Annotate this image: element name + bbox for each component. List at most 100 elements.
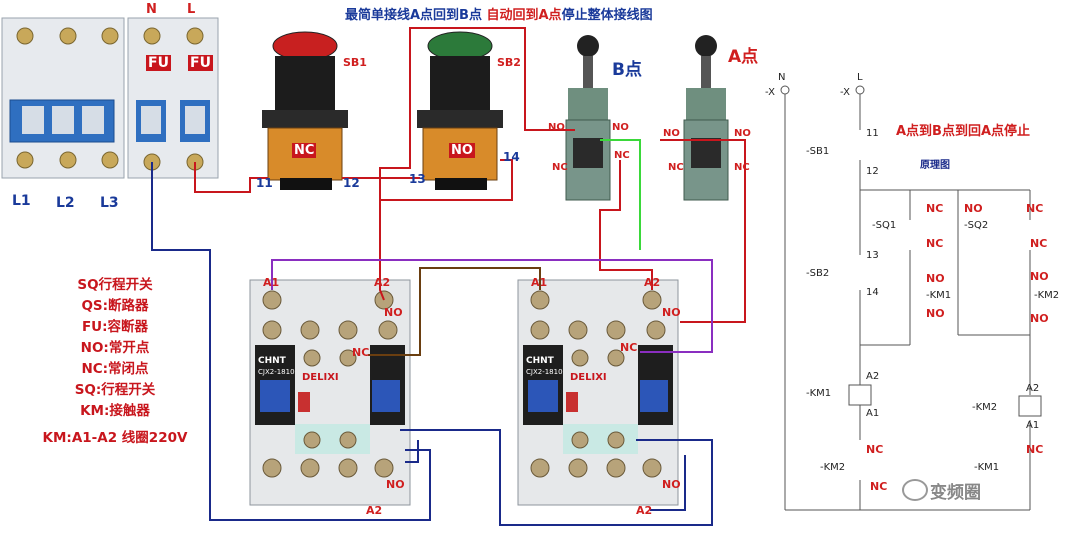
km1-nc: NC [352, 346, 370, 359]
sch-interlock2-nc: NC [1026, 443, 1044, 456]
sch-sq2-nc-2: NC [1030, 237, 1048, 250]
km2-no-bottom: NO [662, 478, 681, 491]
sch-km2-contact: -KM2 [1034, 290, 1060, 301]
label-l: L [187, 2, 196, 17]
sch-no-1: NO [926, 272, 945, 285]
sch-sq1-no: NO [964, 202, 983, 215]
label-a-no-right: NO [734, 128, 751, 139]
km2-model: CJX2-1810 [526, 368, 563, 376]
wires [151, 27, 746, 526]
terminal-12: 12 [343, 176, 360, 190]
sch-sq2: -SQ2 [964, 220, 989, 231]
label-b-nc-right: NC [614, 150, 630, 161]
km1-a2-top: A2 [374, 276, 391, 289]
label-a-nc-right: NC [734, 162, 750, 173]
schematic [780, 85, 1042, 511]
diagram-title: 最简单接线A点回到B点 自动回到A点停止整体接线图 [345, 8, 653, 23]
label-b-no-left: NO [548, 122, 565, 133]
km2-no-top: NO [662, 306, 681, 319]
button-sb1 [262, 31, 348, 190]
watermark: 变频圈 [930, 483, 981, 503]
sch-sq1-nc: NC [926, 202, 944, 215]
km1-no-top: NO [384, 306, 403, 319]
sch-coil2-a2: A2 [1026, 383, 1040, 394]
legend-item: SQ:行程开关 [74, 382, 156, 398]
fuse-breakers [127, 17, 219, 179]
label-a-nc-left: NC [668, 162, 684, 173]
sch-interlock2: -KM1 [974, 462, 1000, 473]
sch-coil2-a1: A1 [1026, 420, 1040, 431]
legend-item: SQ行程开关 [77, 277, 153, 293]
schematic-title: A点到B点到回A点停止 [896, 124, 1031, 139]
sch-sq1: -SQ1 [872, 220, 897, 231]
limit-switch-b [565, 35, 611, 201]
label-point-a: A点 [728, 47, 759, 67]
km2-a1: A1 [531, 276, 548, 289]
sch-t13: 13 [866, 250, 879, 261]
sch-n-x: -X [765, 87, 775, 98]
label-b-no-right: NO [612, 122, 629, 133]
label-l1: L1 [12, 193, 31, 209]
km1-model: CJX2-1810 [258, 368, 295, 376]
sch-l-label: L [857, 72, 863, 83]
sch-sb1: -SB1 [806, 146, 830, 157]
sch-km1-no: NO [926, 307, 945, 320]
schematic-subtitle: 原理图 [920, 160, 950, 171]
sch-interlock1-nc: NC [866, 443, 884, 456]
sch-sq1-nc-2: NC [926, 237, 944, 250]
sch-coil1-a1: A1 [866, 408, 880, 419]
legend: SQ行程开关 QS:断路器 FU:容断器 NO:常开点 NC:常闭点 SQ:行程… [30, 275, 200, 449]
contactor-km2 [517, 279, 679, 506]
sch-interlock1-nc-2: NC [870, 480, 888, 493]
km1-brand-delixi: DELIXI [302, 372, 339, 383]
km1-no-bottom: NO [386, 478, 405, 491]
legend-item: QS:断路器 [81, 298, 149, 314]
legend-item: FU:容断器 [81, 319, 149, 335]
sch-l-x: -X [840, 87, 850, 98]
km1-brand-chnt: CHNT [258, 356, 286, 366]
label-point-b: B点 [612, 60, 642, 80]
sch-km2-no: NO [1030, 312, 1049, 325]
sch-coil-km1: -KM1 [806, 388, 832, 399]
contactor-km1 [249, 279, 411, 506]
km2-brand-chnt: CHNT [526, 356, 554, 366]
km2-a2-top: A2 [644, 276, 661, 289]
label-n: N [146, 2, 157, 17]
label-fu-1: FU [146, 55, 171, 71]
legend-item: NO:常开点 [80, 340, 150, 356]
label-l3: L3 [100, 195, 119, 211]
sch-no-2: NO [1030, 270, 1049, 283]
label-sb2: SB2 [497, 56, 521, 69]
sch-interlock1: -KM2 [820, 462, 846, 473]
km1-a2-bottom: A2 [366, 504, 383, 517]
breaker-3pole [1, 17, 125, 179]
limit-switch-a [683, 35, 729, 201]
terminal-11: 11 [256, 176, 273, 190]
legend-item: KM:接触器 [80, 403, 150, 419]
terminal-13: 13 [409, 172, 426, 186]
sch-n-label: N [778, 72, 786, 83]
label-sb2-no: NO [449, 143, 475, 158]
button-sb2 [417, 31, 503, 190]
sch-coil1-a2: A2 [866, 371, 880, 382]
label-a-no-left: NO [663, 128, 680, 139]
legend-item: NC:常闭点 [81, 361, 149, 377]
km2-brand-delixi: DELIXI [570, 372, 607, 383]
sch-t12: 12 [866, 166, 879, 177]
wechat-icon [902, 479, 928, 501]
sch-sb2: -SB2 [806, 268, 830, 279]
km2-nc: NC [620, 341, 638, 354]
label-l2: L2 [56, 195, 75, 211]
sch-sq2-nc: NC [1026, 202, 1044, 215]
sch-km1-contact: -KM1 [926, 290, 952, 301]
label-b-nc-left: NC [552, 162, 568, 173]
km1-a1: A1 [263, 276, 280, 289]
label-sb1-nc: NC [292, 143, 317, 158]
sch-t14: 14 [866, 287, 879, 298]
km2-a2-bottom: A2 [636, 504, 653, 517]
sch-coil-km2: -KM2 [972, 402, 998, 413]
terminal-14: 14 [503, 150, 520, 164]
label-fu-2: FU [188, 55, 213, 71]
